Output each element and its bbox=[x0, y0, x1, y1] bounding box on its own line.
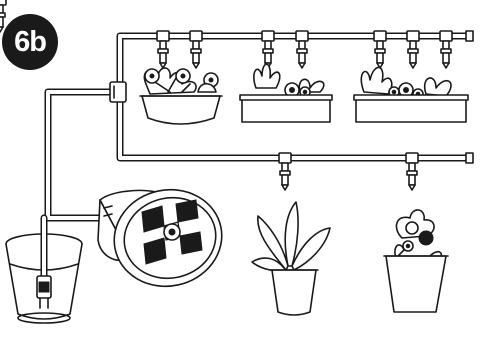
planter-box-right bbox=[353, 66, 469, 123]
potted-plant bbox=[251, 201, 331, 316]
solar-pump-icon bbox=[97, 188, 223, 288]
potted-flower bbox=[383, 209, 449, 313]
pot-flowers bbox=[139, 67, 223, 125]
dripper-icon bbox=[0, 0, 7, 33]
drippers-top-row bbox=[0, 0, 453, 69]
tee-connector bbox=[109, 81, 127, 103]
tube-end-cap-top bbox=[465, 30, 474, 42]
water-bucket-icon bbox=[5, 214, 83, 324]
solar-panel bbox=[141, 199, 203, 265]
step-badge: 6b bbox=[2, 14, 58, 70]
planter-box-left bbox=[239, 63, 333, 123]
tube-end-cap-bottom bbox=[465, 152, 474, 164]
tubing bbox=[44, 30, 474, 222]
